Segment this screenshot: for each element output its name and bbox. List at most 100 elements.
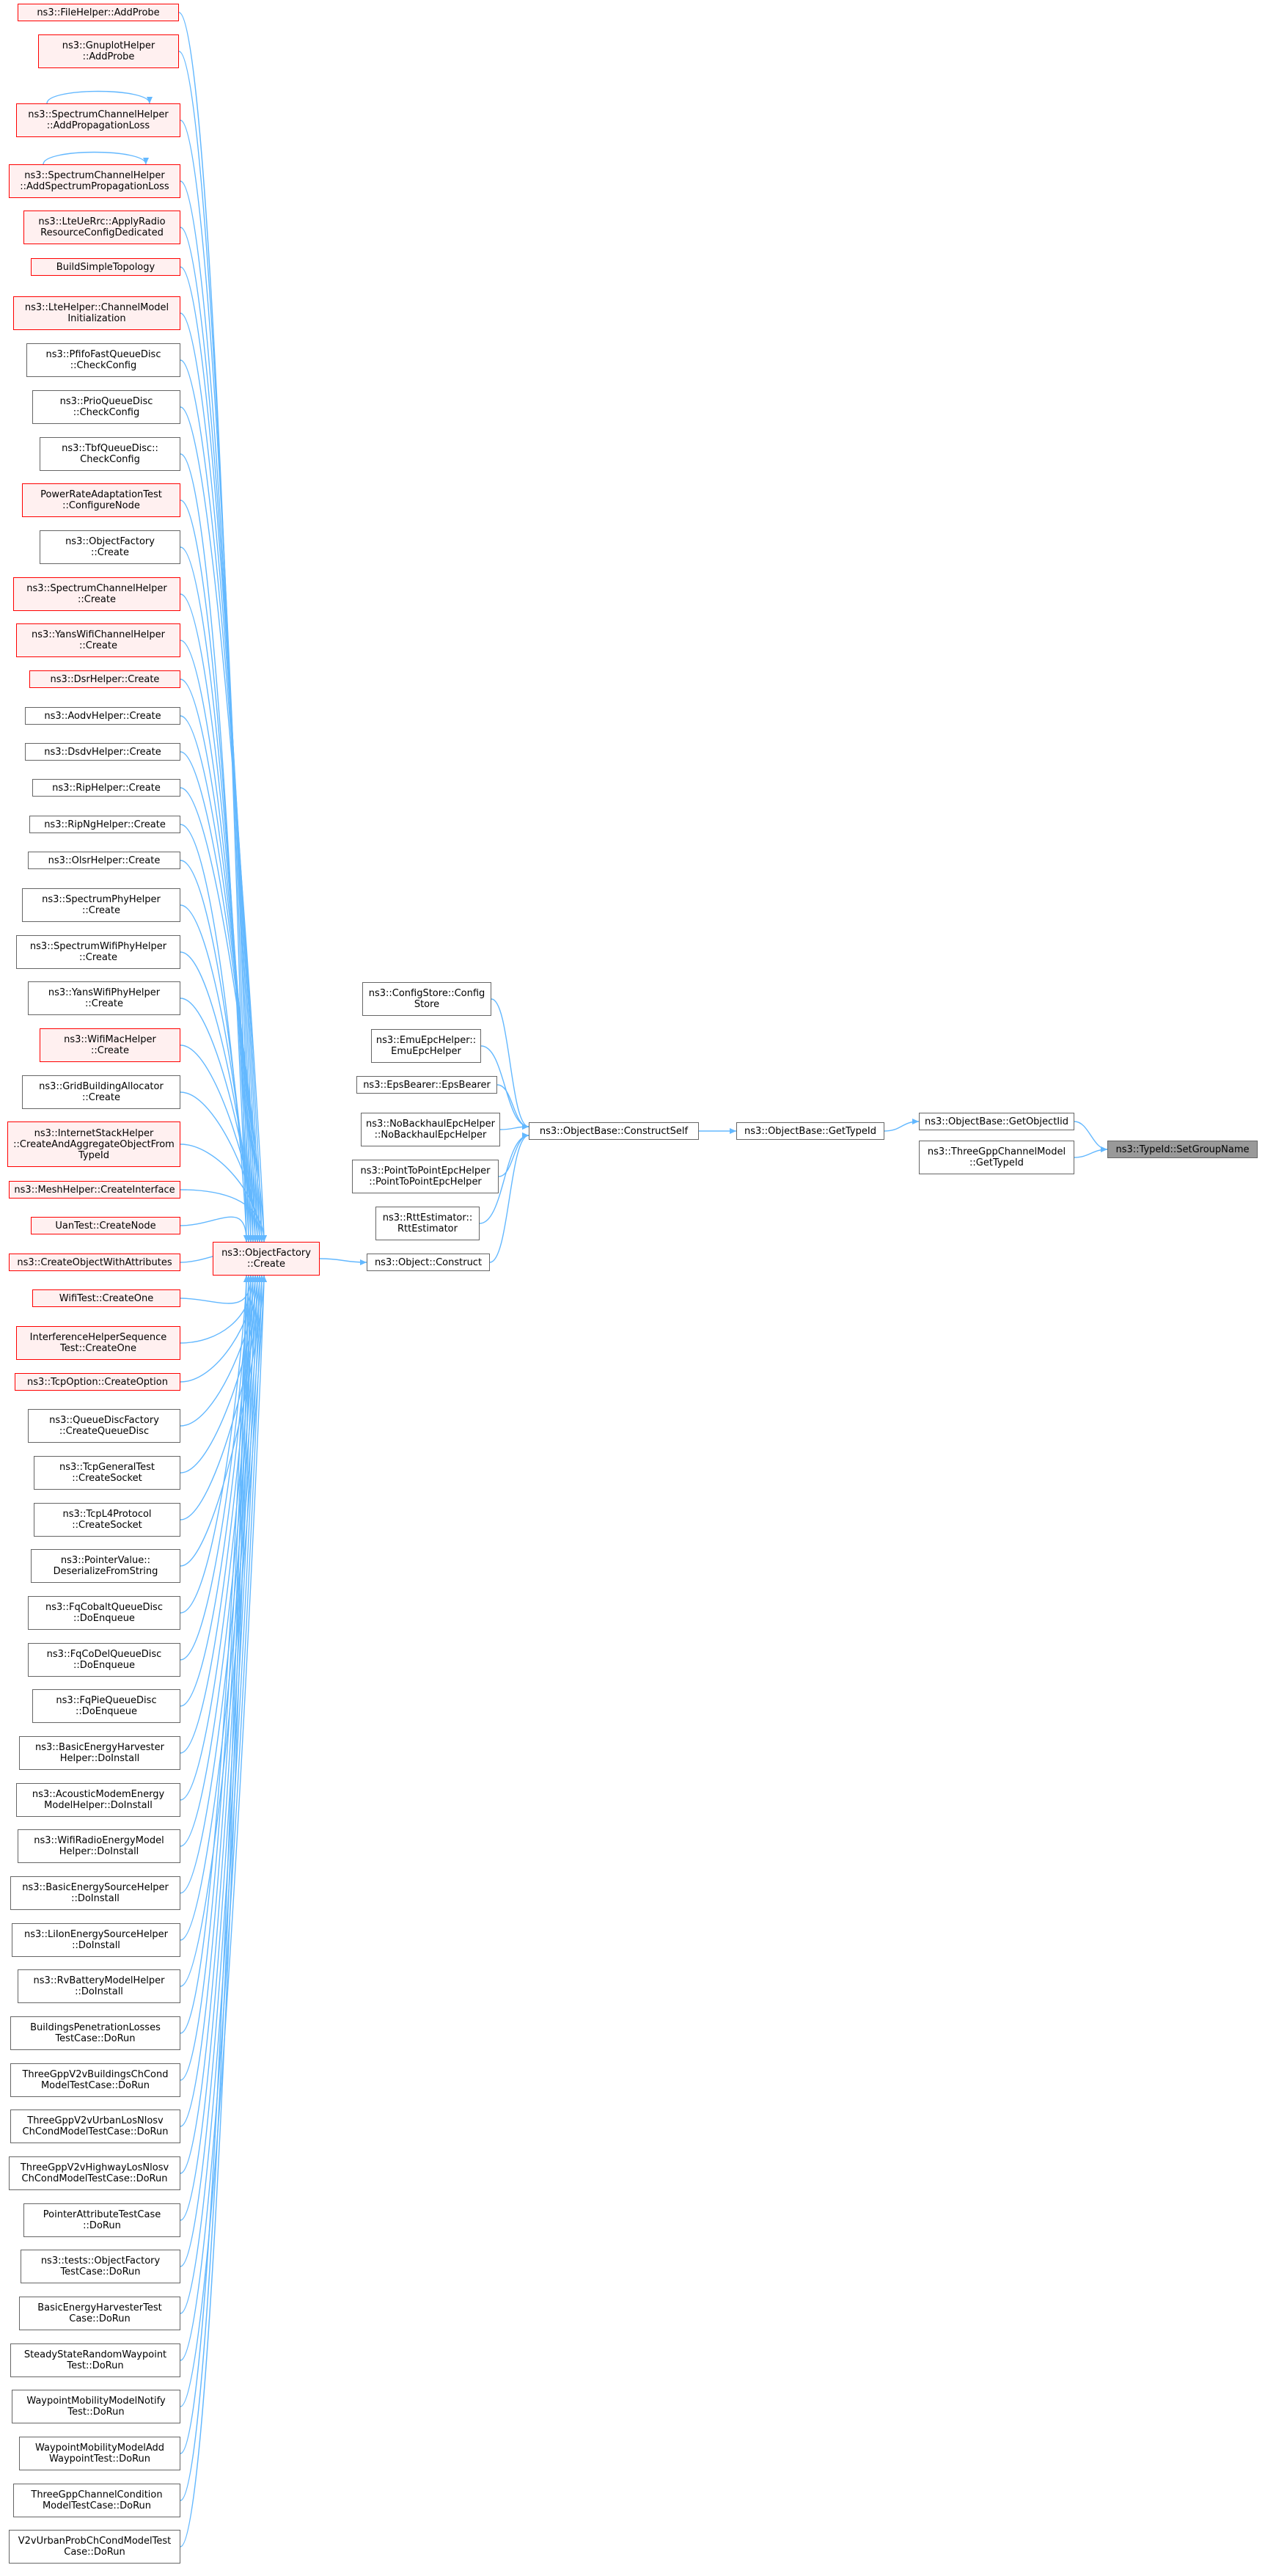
call-edge xyxy=(180,1275,256,1344)
call-edge xyxy=(180,751,265,1243)
call-edge xyxy=(180,904,254,1243)
graph-node[interactable]: ns3::PrioQueueDisc ::CheckConfig xyxy=(32,390,180,424)
graph-node[interactable]: ns3::ObjectBase::GetTypeId xyxy=(736,1122,884,1140)
graph-node[interactable]: WaypointMobilityModelAdd WaypointTest::D… xyxy=(19,2437,180,2470)
graph-node[interactable]: ns3::TcpL4Protocol ::CreateSocket xyxy=(34,1503,180,1537)
graph-node[interactable]: BuildSimpleTopology xyxy=(31,258,180,276)
call-edge xyxy=(180,1275,249,2454)
graph-node[interactable]: ns3::ObjectFactory ::Create xyxy=(213,1242,320,1276)
graph-node[interactable]: ThreeGppV2vBuildingsChCond ModelTestCase… xyxy=(10,2063,180,2097)
graph-node[interactable]: WaypointMobilityModelNotify Test::DoRun xyxy=(12,2390,180,2423)
graph-node[interactable]: ns3::RttEstimator:: RttEstimator xyxy=(375,1207,480,1240)
graph-node[interactable]: ns3::GnuplotHelper ::AddProbe xyxy=(38,34,179,68)
graph-node[interactable]: PointerAttributeTestCase ::DoRun xyxy=(23,2203,180,2237)
graph-node[interactable]: ns3::TcpOption::CreateOption xyxy=(15,1373,180,1391)
call-edge xyxy=(180,951,256,1243)
call-edge xyxy=(180,1275,267,2407)
graph-node[interactable]: ns3::PointerValue:: DeserializeFromStrin… xyxy=(31,1549,180,1583)
graph-node[interactable]: ns3::RipNgHelper::Create xyxy=(29,816,180,833)
call-edge xyxy=(180,1275,260,1427)
call-edge xyxy=(491,998,529,1130)
graph-node[interactable]: ns3::NoBackhaulEpcHelper ::NoBackhaulEpc… xyxy=(361,1113,500,1146)
graph-node[interactable]: UanTest::CreateNode xyxy=(31,1217,180,1234)
call-edge xyxy=(180,1275,249,1614)
graph-node[interactable]: BuildingsPenetrationLosses TestCase::DoR… xyxy=(10,2016,180,2050)
graph-node[interactable]: ns3::LiIonEnergySourceHelper ::DoInstall xyxy=(12,1923,180,1957)
call-edge xyxy=(180,1275,256,1754)
call-edge xyxy=(180,1091,263,1243)
graph-node[interactable]: ThreeGppV2vHighwayLosNlosv ChCondModelTe… xyxy=(9,2156,180,2190)
call-edge xyxy=(180,1275,258,1801)
graph-node[interactable]: ns3::TcpGeneralTest ::CreateSocket xyxy=(34,1456,180,1490)
graph-node[interactable]: WifiTest::CreateOne xyxy=(32,1289,180,1307)
call-edge xyxy=(180,860,252,1243)
graph-node[interactable]: ns3::QueueDiscFactory ::CreateQueueDisc xyxy=(28,1409,180,1443)
graph-node[interactable]: ns3::SpectrumChannelHelper ::Create xyxy=(13,577,180,611)
call-edge xyxy=(180,1044,260,1243)
graph-node[interactable]: ns3::BasicEnergyHarvester Helper::DoInst… xyxy=(19,1736,180,1770)
graph-node[interactable]: ns3::PointToPointEpcHelper ::PointToPoin… xyxy=(352,1160,499,1193)
graph-node[interactable]: PowerRateAdaptationTest ::ConfigureNode xyxy=(22,483,180,517)
graph-node[interactable]: BasicEnergyHarvesterTest Case::DoRun xyxy=(19,2297,180,2330)
call-edge xyxy=(180,1275,252,2081)
graph-node[interactable]: ns3::GridBuildingAllocator ::Create xyxy=(22,1075,180,1109)
graph-node[interactable]: ns3::FqCobaltQueueDisc ::DoEnqueue xyxy=(28,1596,180,1630)
graph-node[interactable]: ns3::WifiMacHelper ::Create xyxy=(40,1028,180,1062)
graph-node[interactable]: ns3::ThreeGppChannelModel ::GetTypeId xyxy=(919,1141,1074,1174)
graph-node[interactable]: ns3::WifiRadioEnergyModel Helper::DoInst… xyxy=(18,1829,180,1863)
graph-node[interactable]: ns3::AodvHelper::Create xyxy=(25,707,180,725)
graph-node[interactable]: ns3::ObjectBase::GetObjectIid xyxy=(919,1113,1074,1130)
graph-node[interactable]: ns3::CreateObjectWithAttributes xyxy=(9,1254,180,1271)
graph-node[interactable]: ns3::Object::Construct xyxy=(367,1254,490,1271)
graph-node[interactable]: ns3::TbfQueueDisc:: CheckConfig xyxy=(40,437,180,471)
graph-node[interactable]: ns3::SpectrumChannelHelper ::AddPropagat… xyxy=(16,103,180,137)
call-edge xyxy=(180,1275,254,2127)
graph-node[interactable]: ns3::FqPieQueueDisc ::DoEnqueue xyxy=(32,1689,180,1723)
call-edge xyxy=(884,1119,920,1132)
graph-node[interactable]: ns3::RipHelper::Create xyxy=(32,779,180,797)
graph-node[interactable]: ns3::MeshHelper::CreateInterface xyxy=(9,1181,180,1199)
graph-node[interactable]: ns3::ObjectFactory ::Create xyxy=(40,530,180,564)
graph-node[interactable]: ns3::RvBatteryModelHelper ::DoInstall xyxy=(18,1969,180,2003)
graph-node[interactable]: ThreeGppChannelCondition ModelTestCase::… xyxy=(13,2484,180,2517)
call-edge xyxy=(180,1189,267,1243)
graph-node[interactable]: ns3::PfifoFastQueueDisc ::CheckConfig xyxy=(26,343,180,377)
graph-node[interactable]: ns3::SpectrumPhyHelper ::Create xyxy=(22,888,180,922)
call-edge xyxy=(43,151,149,165)
graph-node[interactable]: ns3::EmuEpcHelper:: EmuEpcHelper xyxy=(371,1029,481,1063)
call-edge xyxy=(178,12,249,1243)
graph-node[interactable]: ns3::ObjectBase::ConstructSelf xyxy=(529,1122,699,1140)
graph-node[interactable]: ns3::OlsrHelper::Create xyxy=(28,852,180,869)
call-edge xyxy=(1074,1146,1108,1158)
graph-node[interactable]: ns3::FileHelper::AddProbe xyxy=(18,4,179,21)
graph-node[interactable]: ns3::ConfigStore::Config Store xyxy=(362,982,491,1016)
graph-node[interactable]: ns3::LteHelper::ChannelModel Initializat… xyxy=(13,296,180,330)
graph-node[interactable]: ns3::tests::ObjectFactory TestCase::DoRu… xyxy=(21,2250,180,2283)
graph-node[interactable]: SteadyStateRandomWaypoint Test::DoRun xyxy=(10,2343,180,2377)
call-edge xyxy=(46,90,153,104)
graph-node[interactable]: ns3::FqCoDelQueueDisc ::DoEnqueue xyxy=(28,1643,180,1677)
graph-node[interactable]: ns3::SpectrumChannelHelper ::AddSpectrum… xyxy=(9,164,180,198)
call-edge xyxy=(499,1124,529,1130)
graph-node[interactable]: ns3::DsrHelper::Create xyxy=(29,670,180,688)
root-node: ns3::TypeId::SetGroupName xyxy=(1107,1141,1258,1158)
graph-node[interactable]: ns3::SpectrumWifiPhyHelper ::Create xyxy=(16,935,180,969)
call-edge xyxy=(180,1275,254,1707)
graph-node[interactable]: InterferenceHelperSequence Test::CreateO… xyxy=(16,1326,180,1360)
graph-node[interactable]: ns3::DsdvHelper::Create xyxy=(25,743,180,761)
call-edge xyxy=(489,1133,529,1263)
graph-node[interactable]: ThreeGppV2vUrbanLosNlosv ChCondModelTest… xyxy=(10,2110,180,2143)
call-edge xyxy=(180,1275,265,2361)
graph-node[interactable]: ns3::InternetStackHelper ::CreateAndAggr… xyxy=(7,1121,180,1167)
call-edge xyxy=(180,1275,258,1383)
graph-node[interactable]: ns3::LteUeRrc::ApplyRadio ResourceConfig… xyxy=(23,211,180,244)
graph-node[interactable]: ns3::AcousticModemEnergy ModelHelper::Do… xyxy=(16,1783,180,1817)
graph-node[interactable]: ns3::YansWifiChannelHelper ::Create xyxy=(16,623,180,657)
graph-node[interactable]: ns3::YansWifiPhyHelper ::Create xyxy=(28,981,180,1015)
graph-node[interactable]: ns3::BasicEnergySourceHelper ::DoInstall xyxy=(10,1876,180,1910)
call-edge xyxy=(180,406,267,1243)
graph-node[interactable]: ns3::EpsBearer::EpsBearer xyxy=(356,1076,497,1094)
call-edge xyxy=(180,593,256,1243)
graph-node[interactable]: V2vUrbanProbChCondModelTest Case::DoRun xyxy=(9,2530,180,2564)
